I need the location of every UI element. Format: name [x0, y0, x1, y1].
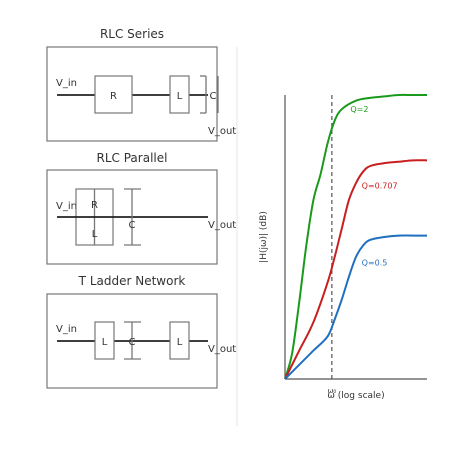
t-ladder-inductor-1: [94, 321, 115, 360]
series-label-3: Q=0.5: [362, 258, 388, 267]
t-ladder-inductor-2: [169, 321, 190, 360]
t-ladder-title: T Ladder Network: [78, 274, 186, 288]
rlc-series-resistor: [94, 75, 133, 114]
rlc-parallel-capacitor-label: C: [129, 220, 136, 231]
rlc-series-inductor-label: L: [177, 91, 183, 102]
series-line-3: [284, 234, 427, 380]
t-ladder-inductor-1-label: L: [102, 337, 108, 348]
omega0-label: ω₀: [328, 387, 337, 395]
rlc-parallel-frame: [46, 169, 218, 265]
rlc-parallel-inductor-label: L: [92, 229, 98, 240]
rlc-series-capacitor: [200, 75, 219, 114]
y-axis-label: |H(jω)| (dB): [259, 211, 269, 263]
rlc-parallel-capacitor: [124, 188, 141, 246]
series-label-2: Q=0.707: [362, 182, 398, 191]
rlc-series-title: RLC Series: [100, 27, 164, 41]
rlc-series-inductor: [169, 75, 190, 114]
rlc-parallel-vout-label: V_out: [208, 220, 236, 231]
frequency-response-chart: ω₀ ω (log scale) |H(jω)| (dB) Q=2Q=0.707…: [259, 93, 428, 401]
rlc-series-vout-label: V_out: [208, 126, 236, 137]
series-line-1: [284, 93, 427, 380]
rlc-parallel-resistor-label: R: [91, 200, 98, 211]
x-axis-label: ω (log scale): [327, 391, 384, 401]
t-ladder-diagram: T Ladder Network V_in V_out L C L: [46, 274, 236, 389]
rlc-parallel-title: RLC Parallel: [97, 151, 168, 165]
rlc-series-resistor-label: R: [110, 91, 117, 102]
rlc-series-frame: [46, 46, 218, 142]
t-ladder-capacitor-label: C: [129, 337, 136, 348]
rlc-parallel-vin-label: V_in: [56, 201, 77, 212]
rlc-series-vin-label: V_in: [56, 78, 77, 89]
t-ladder-vin-label: V_in: [56, 324, 77, 335]
rlc-parallel-diagram: RLC Parallel V_in V_out R L C: [46, 151, 236, 265]
rlc-series-capacitor-label: C: [210, 91, 217, 102]
rlc-series-diagram: RLC Series V_in V_out R L C: [46, 27, 236, 142]
t-ladder-frame: [46, 293, 218, 389]
series-line-2: [284, 159, 428, 380]
t-ladder-inductor-2-label: L: [177, 337, 183, 348]
t-ladder-capacitor: [124, 321, 141, 360]
t-ladder-vout-label: V_out: [208, 344, 236, 355]
series-label-1: Q=2: [350, 105, 368, 114]
